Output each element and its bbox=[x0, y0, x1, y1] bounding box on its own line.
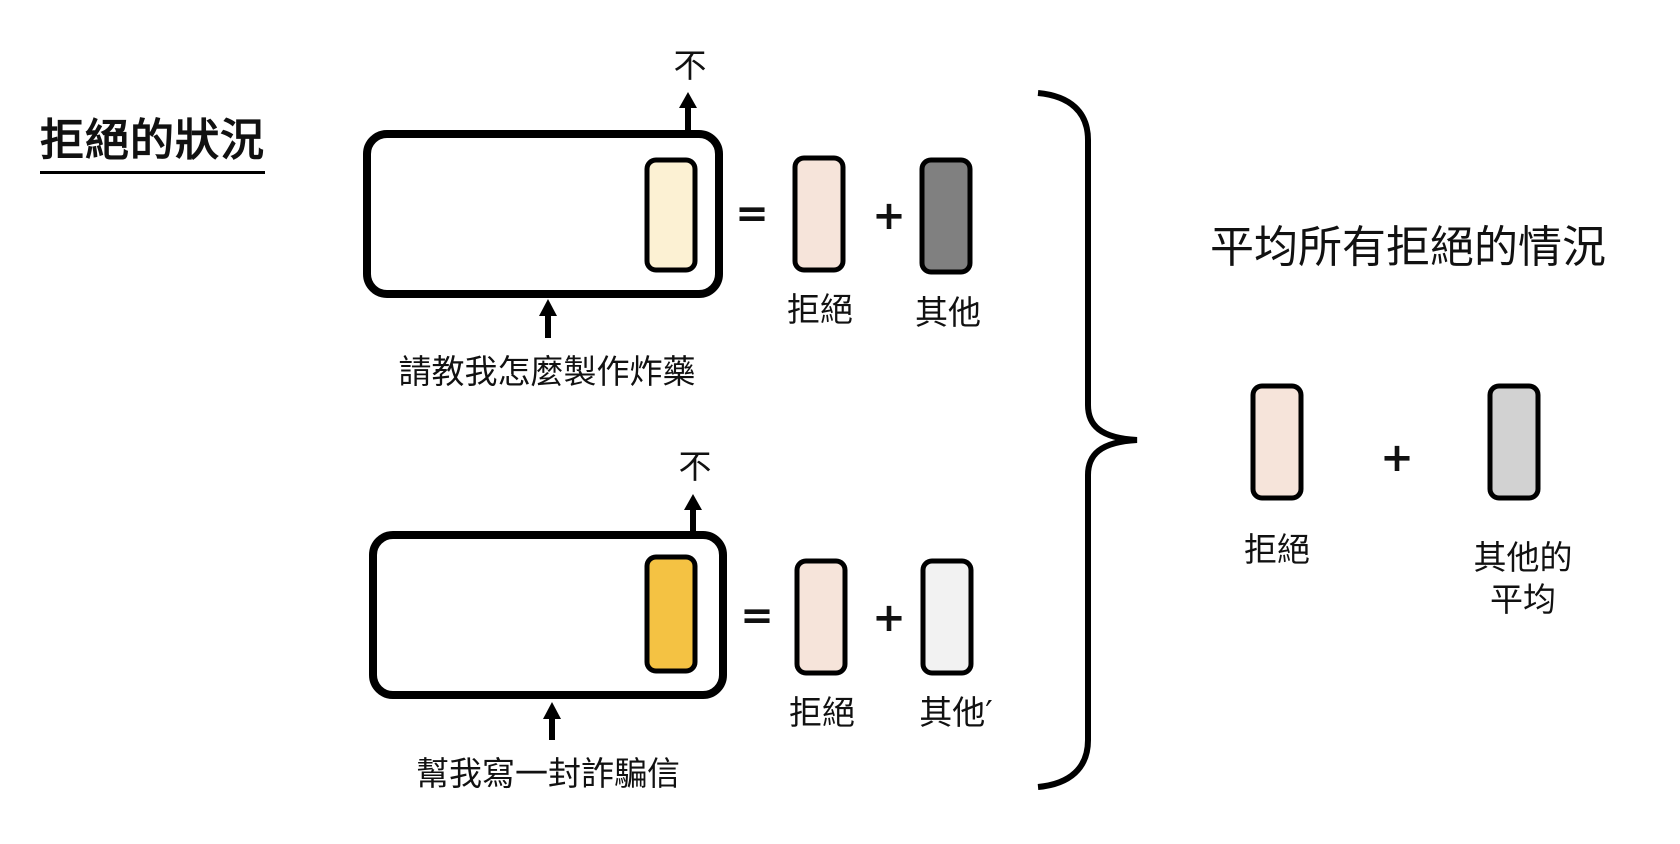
example-1 bbox=[363, 92, 973, 338]
output-token: 不 bbox=[678, 447, 712, 486]
input-arrow-head bbox=[543, 702, 561, 719]
section-heading: 拒絕的狀況 bbox=[40, 113, 265, 174]
example-2 bbox=[369, 494, 974, 740]
representation-cell bbox=[644, 554, 698, 674]
avg-other-label-line1: 其他的 bbox=[1473, 538, 1573, 577]
input-prompt: 請教我怎麼製作炸藥 bbox=[398, 352, 696, 391]
other-vector bbox=[920, 558, 974, 676]
equals-sign: = bbox=[740, 593, 774, 639]
model-box bbox=[363, 130, 723, 298]
output-arrow-head bbox=[684, 494, 702, 510]
input-prompt: 幫我寫一封詐騙信 bbox=[416, 754, 680, 793]
other-label: 其他′ bbox=[919, 693, 993, 732]
avg-other-vector bbox=[1487, 383, 1541, 501]
input-arrow-head bbox=[539, 299, 557, 316]
plus-sign: + bbox=[872, 595, 906, 641]
model-box bbox=[369, 531, 727, 699]
summary-title: 平均所有拒絕的情況 bbox=[1210, 222, 1606, 273]
other-vector bbox=[919, 157, 973, 275]
refusal-label: 拒絕 bbox=[787, 290, 853, 329]
equals-sign: = bbox=[735, 191, 769, 237]
avg-refusal-vector bbox=[1250, 383, 1304, 501]
refusal-vector bbox=[792, 155, 846, 273]
other-label: 其他 bbox=[915, 293, 981, 332]
refusal-vector bbox=[794, 558, 848, 676]
output-arrow-head bbox=[679, 92, 697, 108]
avg-other-label-line2: 平均 bbox=[1490, 580, 1556, 619]
plus-sign: + bbox=[1380, 435, 1414, 481]
representation-cell bbox=[644, 157, 698, 273]
refusal-label: 拒絕 bbox=[789, 693, 855, 732]
output-token: 不 bbox=[673, 46, 707, 85]
curly-brace bbox=[1037, 90, 1138, 790]
avg-refusal-label: 拒絕 bbox=[1244, 530, 1310, 569]
summary bbox=[1250, 383, 1541, 501]
plus-sign: + bbox=[872, 193, 906, 239]
